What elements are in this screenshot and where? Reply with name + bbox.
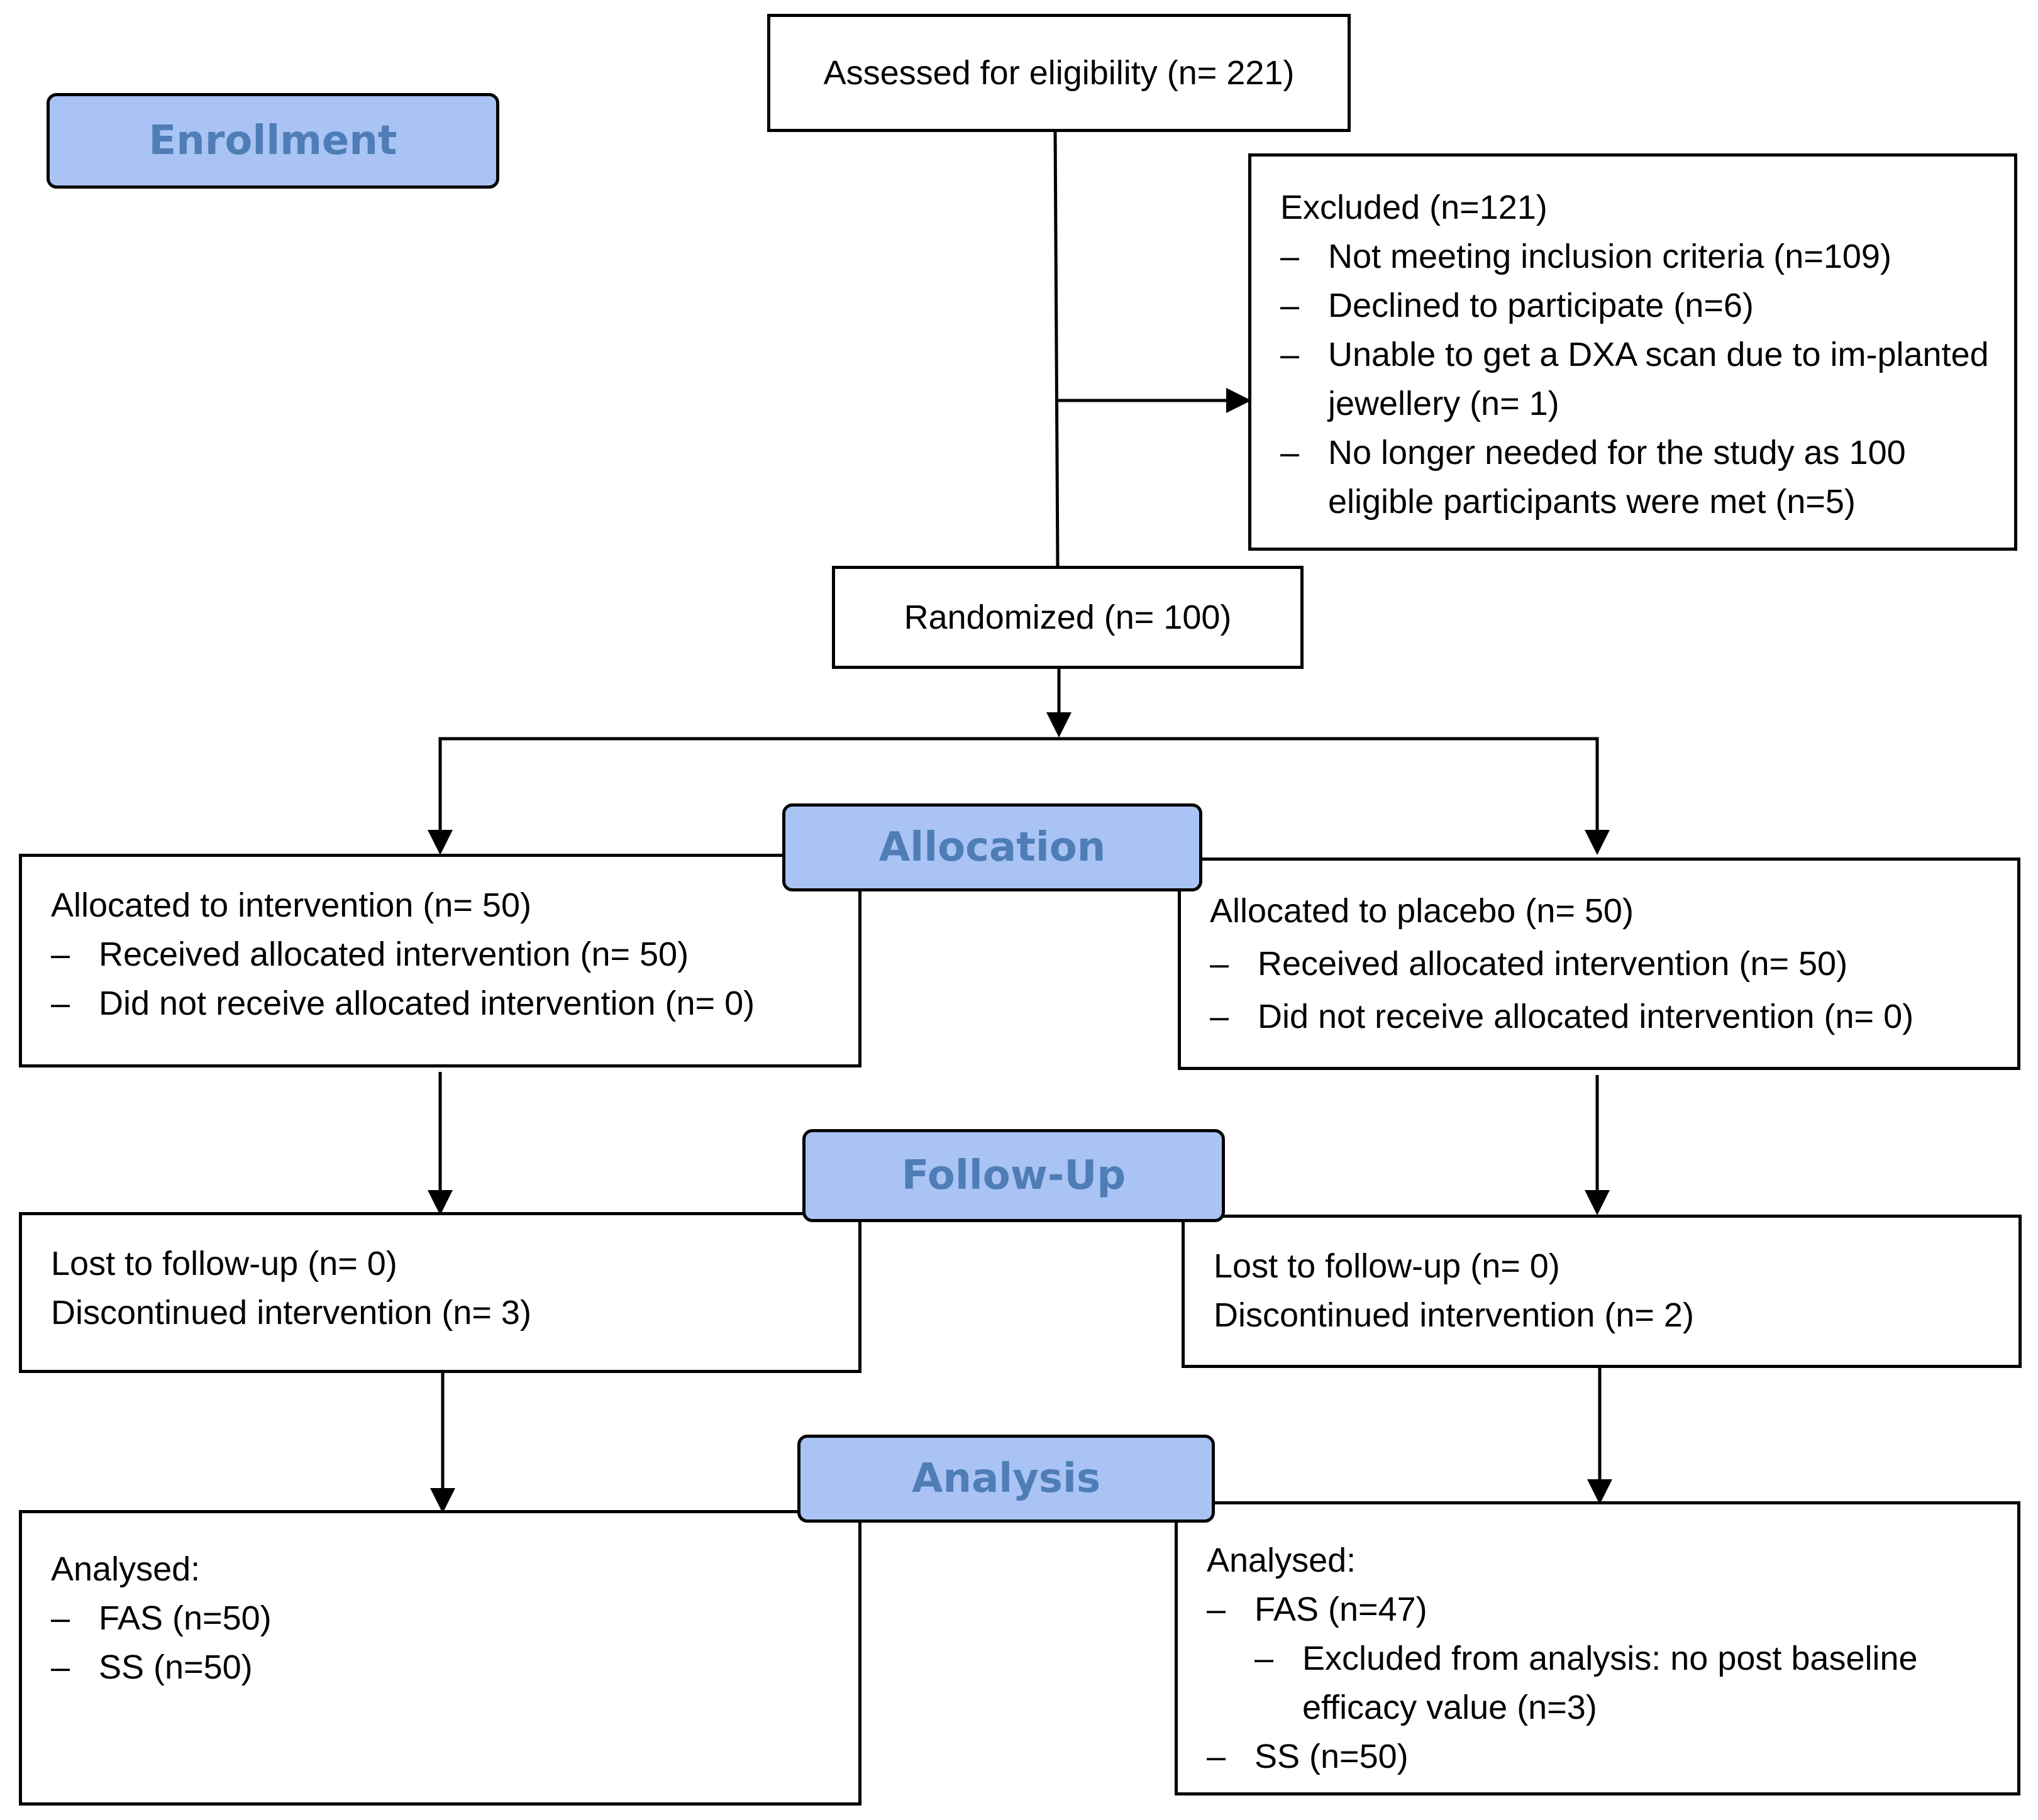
assessed-text: Assessed for eligibility (n= 221) — [823, 54, 1295, 92]
placebo-allocation-item: Did not receive allocated intervention (… — [1210, 990, 2005, 1043]
stage-analysis: Analysis — [797, 1435, 1215, 1523]
intervention-analysis-list: FAS (n=50) SS (n=50) — [51, 1594, 846, 1692]
placebo-fas-sublist: Excluded from analysis: no post baseline… — [1254, 1634, 2005, 1732]
intervention-analysis-box: Analysed: FAS (n=50) SS (n=50) — [19, 1510, 861, 1806]
excluded-list: Not meeting inclusion criteria (n=109) D… — [1280, 232, 1995, 526]
stage-enrollment: Enrollment — [47, 93, 499, 189]
intervention-followup-box: Lost to follow-up (n= 0) Discontinued in… — [19, 1212, 861, 1373]
excluded-item: Not meeting inclusion criteria (n=109) — [1280, 232, 1995, 281]
intervention-allocation-list: Received allocated intervention (n= 50) … — [51, 930, 846, 1028]
placebo-discontinued-text: Discontinued intervention (n= 2) — [1214, 1296, 1694, 1334]
stage-follow-up: Follow-Up — [802, 1129, 1225, 1222]
excluded-item: No longer needed for the study as 100 el… — [1280, 428, 1995, 526]
placebo-allocation-box: Allocated to placebo (n= 50) Received al… — [1178, 858, 2020, 1070]
stage-enrollment-label: Enrollment — [148, 118, 397, 164]
line-assessed-to-randomized — [1053, 129, 1060, 566]
placebo-allocation-list: Received allocated intervention (n= 50) … — [1210, 937, 2005, 1043]
split-line — [438, 737, 1599, 761]
placebo-analysis-list: FAS (n=47) Excluded from analysis: no po… — [1207, 1585, 2005, 1781]
placebo-allocation-item: Received allocated intervention (n= 50) — [1210, 937, 2005, 990]
placebo-analysis-fas: FAS (n=47) Excluded from analysis: no po… — [1207, 1585, 2005, 1732]
placebo-analysed-title: Analysed: — [1207, 1541, 1356, 1579]
intervention-allocation-title: Allocated to intervention (n= 50) — [51, 886, 531, 924]
excluded-box: Excluded (n=121) Not meeting inclusion c… — [1248, 153, 2017, 551]
stage-allocation: Allocation — [782, 803, 1202, 891]
intervention-analysis-item: SS (n=50) — [51, 1643, 846, 1692]
intervention-allocation-item: Received allocated intervention (n= 50) — [51, 930, 846, 979]
placebo-allocation-title: Allocated to placebo (n= 50) — [1210, 892, 1634, 930]
intervention-allocation-item: Did not receive allocated intervention (… — [51, 979, 846, 1028]
intervention-analysis-item: FAS (n=50) — [51, 1594, 846, 1643]
placebo-fas-excluded: Excluded from analysis: no post baseline… — [1254, 1634, 2005, 1732]
placebo-followup-box: Lost to follow-up (n= 0) Discontinued in… — [1182, 1215, 2022, 1368]
placebo-analysis-box: Analysed: FAS (n=47) Excluded from analy… — [1175, 1501, 2020, 1795]
excluded-item: Unable to get a DXA scan due to im-plant… — [1280, 330, 1995, 428]
excluded-item: Declined to participate (n=6) — [1280, 281, 1995, 330]
randomized-box: Randomized (n= 100) — [832, 566, 1304, 669]
assessed-box: Assessed for eligibility (n= 221) — [767, 14, 1351, 132]
stage-allocation-label: Allocation — [878, 824, 1106, 871]
randomized-text: Randomized (n= 100) — [904, 598, 1232, 636]
intervention-analysed-title: Analysed: — [51, 1550, 201, 1588]
stage-follow-up-label: Follow-Up — [901, 1152, 1126, 1199]
placebo-analysis-ss: SS (n=50) — [1207, 1732, 2005, 1781]
placebo-lost-text: Lost to follow-up (n= 0) — [1214, 1247, 1560, 1285]
intervention-allocation-box: Allocated to intervention (n= 50) Receiv… — [19, 854, 861, 1067]
placebo-fas-text: FAS (n=47) — [1254, 1591, 1427, 1628]
intervention-discontinued-text: Discontinued intervention (n= 3) — [51, 1294, 531, 1332]
stage-analysis-label: Analysis — [911, 1455, 1101, 1502]
excluded-title: Excluded (n=121) — [1280, 189, 1548, 226]
intervention-lost-text: Lost to follow-up (n= 0) — [51, 1245, 397, 1282]
